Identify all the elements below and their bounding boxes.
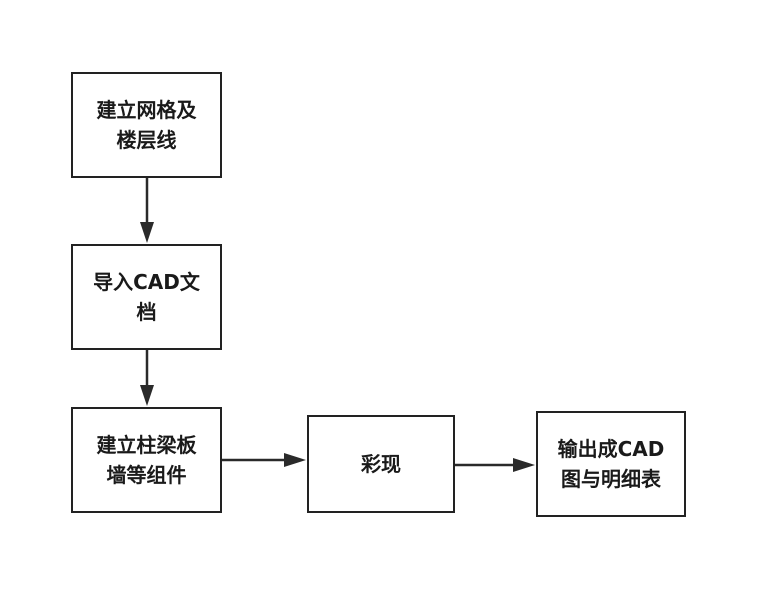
- arrow-n1-to-n2: [140, 178, 154, 243]
- node-label: 彩现: [361, 452, 401, 476]
- node-render: 彩现: [307, 415, 455, 513]
- node-build-components: 建立柱梁板 墙等组件: [71, 407, 222, 513]
- arrow-n2-to-n3: [140, 350, 154, 406]
- node-label: 建立网格及 楼层线: [96, 98, 197, 152]
- node-build-grid-and-levels: 建立网格及 楼层线: [71, 72, 222, 178]
- node-label: 建立柱梁板 墙等组件: [96, 433, 197, 487]
- node-label: 输出成CAD 图与明细表: [557, 437, 665, 491]
- arrow-n4-to-n5: [455, 458, 535, 472]
- node-output-cad-drawings-and-schedules: 输出成CAD 图与明细表: [536, 411, 686, 517]
- arrow-n3-to-n4: [222, 453, 306, 467]
- node-label: 导入CAD文 档: [93, 270, 200, 324]
- node-import-cad-document: 导入CAD文 档: [71, 244, 222, 350]
